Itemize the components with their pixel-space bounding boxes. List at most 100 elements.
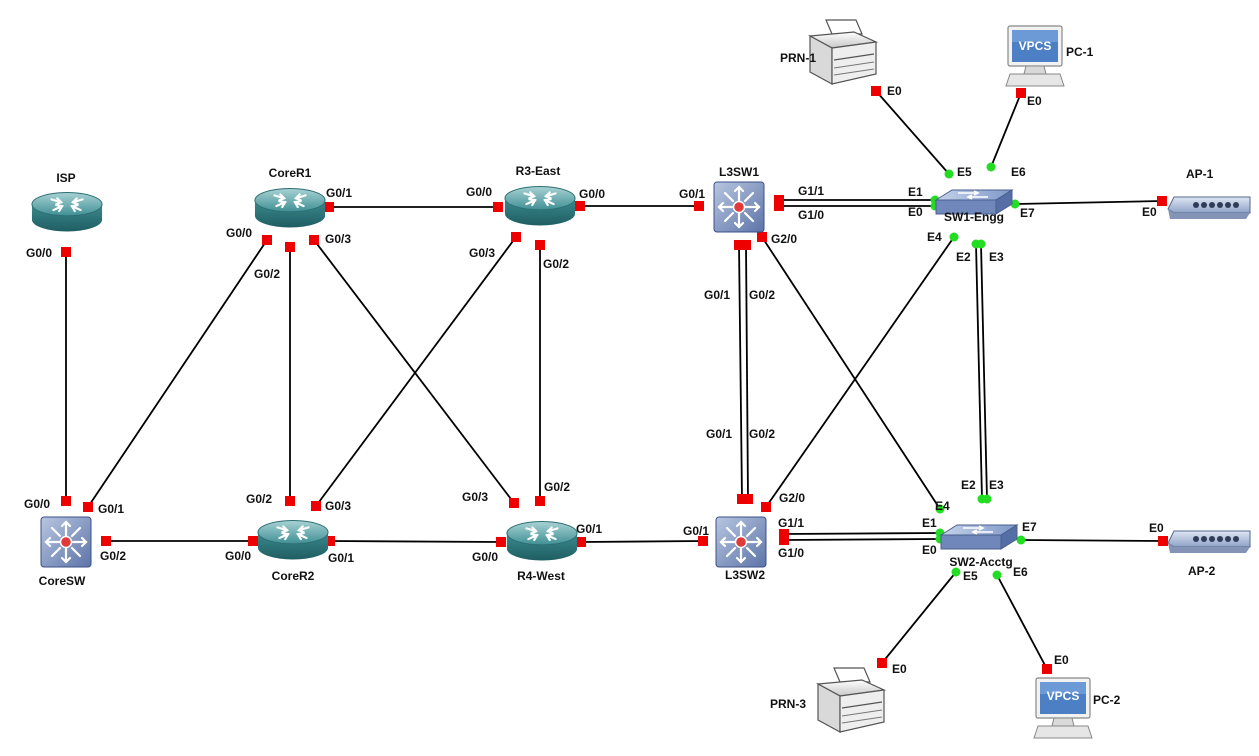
pc2-vpcs[interactable]: VPCS PC-2 bbox=[1033, 677, 1121, 739]
prn1-printer[interactable]: PRN-1 bbox=[780, 19, 877, 85]
port-label: E4 bbox=[935, 499, 950, 513]
port-down-marker bbox=[325, 536, 335, 546]
pc1-vpcs[interactable]: VPCS PC-1 bbox=[1005, 25, 1094, 87]
coresw-switch[interactable]: CoreSW bbox=[39, 516, 92, 588]
link-line[interactable] bbox=[996, 574, 1048, 670]
port-down-marker bbox=[61, 496, 71, 506]
link-line[interactable] bbox=[783, 538, 941, 541]
sw2-switch[interactable]: SW2-Acctg bbox=[940, 524, 1018, 569]
port-label: G0/0 bbox=[26, 246, 52, 260]
links-layer bbox=[65, 90, 1164, 670]
device-label-pc2: PC-2 bbox=[1093, 693, 1121, 707]
link-line[interactable] bbox=[87, 239, 268, 508]
device-label-sw2: SW2-Acctg bbox=[949, 555, 1012, 569]
corer1-router[interactable]: CoreR1 bbox=[253, 166, 327, 229]
r3east-router[interactable]: R3-East bbox=[503, 164, 577, 227]
port-label: G0/2 bbox=[749, 427, 775, 441]
port-label: G0/2 bbox=[543, 257, 569, 271]
link-line[interactable] bbox=[990, 92, 1022, 168]
link-line[interactable] bbox=[329, 540, 502, 543]
corer2-router[interactable]: CoreR2 bbox=[256, 519, 330, 583]
l3sw1-switch[interactable]: L3SW1 bbox=[713, 165, 765, 233]
port-down-marker bbox=[324, 202, 334, 212]
device-label-prn3: PRN-3 bbox=[770, 697, 806, 711]
port-label: E3 bbox=[989, 478, 1004, 492]
port-label: E1 bbox=[908, 185, 923, 199]
port-label: G0/1 bbox=[576, 522, 602, 536]
port-up-marker bbox=[1010, 199, 1020, 209]
link-line[interactable] bbox=[761, 236, 941, 510]
port-down-marker bbox=[743, 494, 753, 504]
access-point-icon bbox=[1167, 196, 1251, 220]
device-label-prn1: PRN-1 bbox=[780, 51, 816, 65]
device-label-r3east: R3-East bbox=[516, 164, 561, 178]
port-down-marker bbox=[737, 494, 747, 504]
port-up-marker bbox=[935, 504, 945, 514]
port-label: E5 bbox=[957, 165, 972, 179]
port-label: G0/0 bbox=[225, 549, 251, 563]
port-down-marker bbox=[61, 247, 71, 257]
link-line[interactable] bbox=[745, 244, 749, 500]
link-line[interactable] bbox=[765, 236, 955, 508]
port-label: G0/1 bbox=[679, 187, 705, 201]
port-labels-layer: G0/0 G0/0 G0/1 G0/2 G0/1 G0/0 G0/3 G0/2 … bbox=[24, 84, 1164, 676]
port-down-marker bbox=[779, 535, 789, 545]
port-label: E0 bbox=[887, 84, 902, 98]
port-down-marker bbox=[496, 537, 506, 547]
prn3-printer[interactable]: PRN-3 bbox=[770, 667, 885, 733]
device-label-corer1: CoreR1 bbox=[269, 166, 312, 180]
device-label-l3sw1: L3SW1 bbox=[719, 165, 759, 179]
port-down-marker bbox=[698, 536, 708, 546]
port-label: G0/1 bbox=[328, 551, 354, 565]
link-line[interactable] bbox=[783, 532, 941, 535]
l3sw2-switch[interactable]: L3SW2 bbox=[715, 516, 767, 582]
port-label: G0/0 bbox=[472, 550, 498, 564]
ap2-access-point[interactable]: AP-2 bbox=[1167, 530, 1251, 578]
isp-router[interactable]: ISP bbox=[30, 171, 104, 233]
port-label: G0/2 bbox=[100, 549, 126, 563]
link-line[interactable] bbox=[980, 243, 988, 500]
device-label-sw1: SW1-Engg bbox=[944, 210, 1004, 224]
port-label: G0/3 bbox=[325, 499, 351, 513]
router-icon bbox=[503, 185, 577, 227]
port-label: G0/3 bbox=[462, 490, 488, 504]
port-up-marker bbox=[976, 239, 986, 249]
ap1-access-point[interactable]: AP-1 bbox=[1167, 167, 1251, 220]
port-down-marker bbox=[774, 195, 784, 205]
device-label-coresw: CoreSW bbox=[39, 574, 86, 588]
multilayer-switch-icon bbox=[713, 181, 765, 233]
vpcs-icon bbox=[1033, 677, 1093, 739]
port-label: E7 bbox=[1020, 206, 1035, 220]
multilayer-switch-icon bbox=[715, 516, 767, 568]
port-label: E3 bbox=[989, 250, 1004, 264]
link-line[interactable] bbox=[1020, 539, 1164, 542]
port-label: E0 bbox=[1149, 521, 1164, 535]
port-label: G0/0 bbox=[579, 187, 605, 201]
port-label: E6 bbox=[1013, 565, 1028, 579]
port-down-marker bbox=[575, 201, 585, 211]
port-down-marker bbox=[761, 502, 771, 512]
port-label: G1/1 bbox=[778, 516, 804, 530]
link-line[interactable] bbox=[313, 239, 515, 504]
port-label: G0/3 bbox=[469, 246, 495, 260]
device-label-corer2: CoreR2 bbox=[272, 569, 315, 583]
vpcs-text: VPCS bbox=[1047, 689, 1080, 703]
link-line[interactable] bbox=[875, 90, 950, 175]
port-label: G0/1 bbox=[706, 427, 732, 441]
port-down-marker bbox=[493, 202, 503, 212]
link-line[interactable] bbox=[738, 244, 743, 500]
sw1-switch[interactable]: SW1-Engg bbox=[935, 189, 1013, 224]
vpcs-icon bbox=[1005, 25, 1065, 87]
port-down-marker bbox=[509, 498, 519, 508]
link-line[interactable] bbox=[1014, 200, 1163, 205]
link-line[interactable] bbox=[580, 540, 704, 543]
port-down-marker bbox=[576, 537, 586, 547]
port-label: G1/1 bbox=[798, 184, 824, 198]
port-down-marker bbox=[877, 658, 887, 668]
port-label: E2 bbox=[961, 478, 976, 492]
link-line[interactable] bbox=[975, 243, 983, 500]
r4west-router[interactable]: R4-West bbox=[505, 520, 579, 583]
link-line[interactable] bbox=[315, 236, 517, 507]
link-line[interactable] bbox=[881, 571, 957, 664]
port-label: G0/2 bbox=[544, 480, 570, 494]
